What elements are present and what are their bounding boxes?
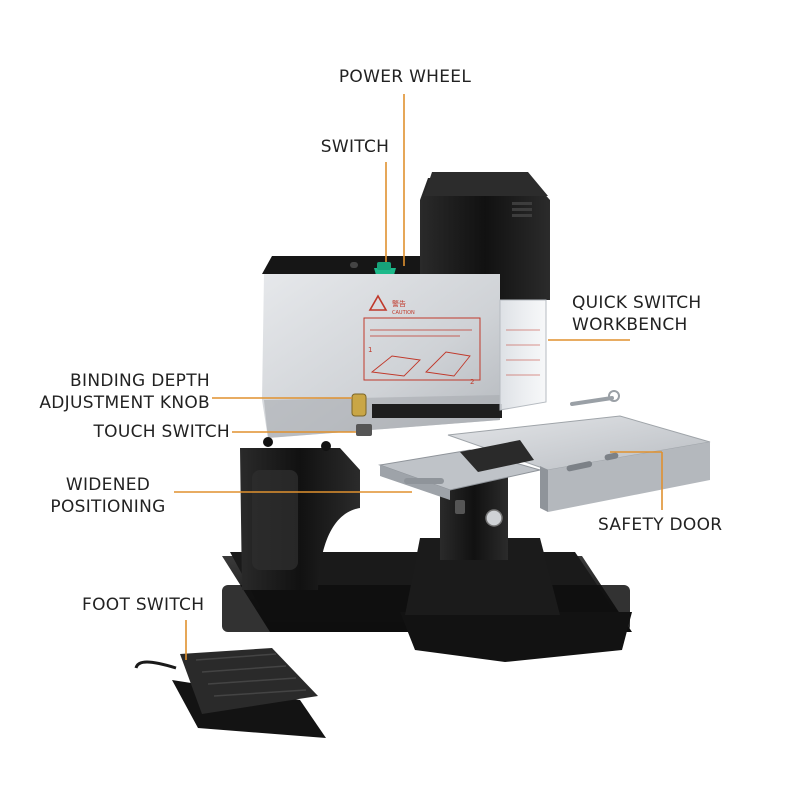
label-safety-door: SAFETY DOOR [598,515,723,535]
label-binding-depth-line-2: ADJUSTMENT KNOB [39,393,210,413]
label-power-wheel: POWER WHEEL [338,67,472,87]
label-quick-switch-line-1: QUICK SWITCH [572,293,702,313]
guard-warning-text [506,329,540,376]
touch-switch[interactable] [356,424,372,436]
caution-step-2: 2 [470,378,474,386]
label-widened-positioning: WIDENED POSITIONING [40,474,176,518]
head-tower-top [424,172,548,196]
label-foot-switch: FOOT SWITCH [82,595,205,615]
caution-sketch-1 [370,355,421,377]
tray-slot-1 [566,461,593,472]
caution-title: 警告 [392,299,406,308]
staple-head-strip [372,404,502,418]
label-touch-switch: TOUCH SWITCH [93,422,230,442]
label-switch: SWITCH [320,137,390,157]
tray-slot-2 [604,452,619,461]
work-tray-side [540,466,548,512]
positioning-guide [404,478,444,484]
tray-arm-ring [608,390,620,402]
label-binding-depth-knob: BINDING DEPTH ADJUSTMENT KNOB [10,370,210,414]
caution-triangle-icon [368,294,388,311]
top-cap-hole [350,262,358,268]
column-screw [485,509,503,527]
work-tray-front [548,442,710,512]
clear-guard [499,299,547,411]
caution-sub: CAUTION [392,310,415,316]
caution-step-1: 1 [368,346,372,354]
label-quick-switch-line-2: WORKBENCH [572,315,688,335]
top-cap [262,256,420,274]
caution-sketch-2 [425,351,471,377]
column-slot [455,500,465,514]
pedal-ribs [195,653,307,697]
label-widened-line-1: WIDENED [65,475,151,495]
tray-arm [570,396,614,406]
binding-depth-knob[interactable] [351,393,367,417]
anvil-block [460,440,534,472]
leader-lines [174,94,663,660]
side-screw-1 [263,437,273,447]
label-widened-line-2: POSITIONING [50,497,166,517]
base-plate-front [400,612,632,662]
label-quick-switch-workbench: QUICK SWITCH WORKBENCH [572,292,702,336]
caution-box [363,317,481,381]
vent-grille [512,202,532,217]
side-screw-2 [321,441,331,451]
body-recess [252,470,298,570]
label-binding-depth-line-1: BINDING DEPTH [70,371,210,391]
power-switch-cap [377,262,391,270]
foot-switch-cable [134,660,177,670]
